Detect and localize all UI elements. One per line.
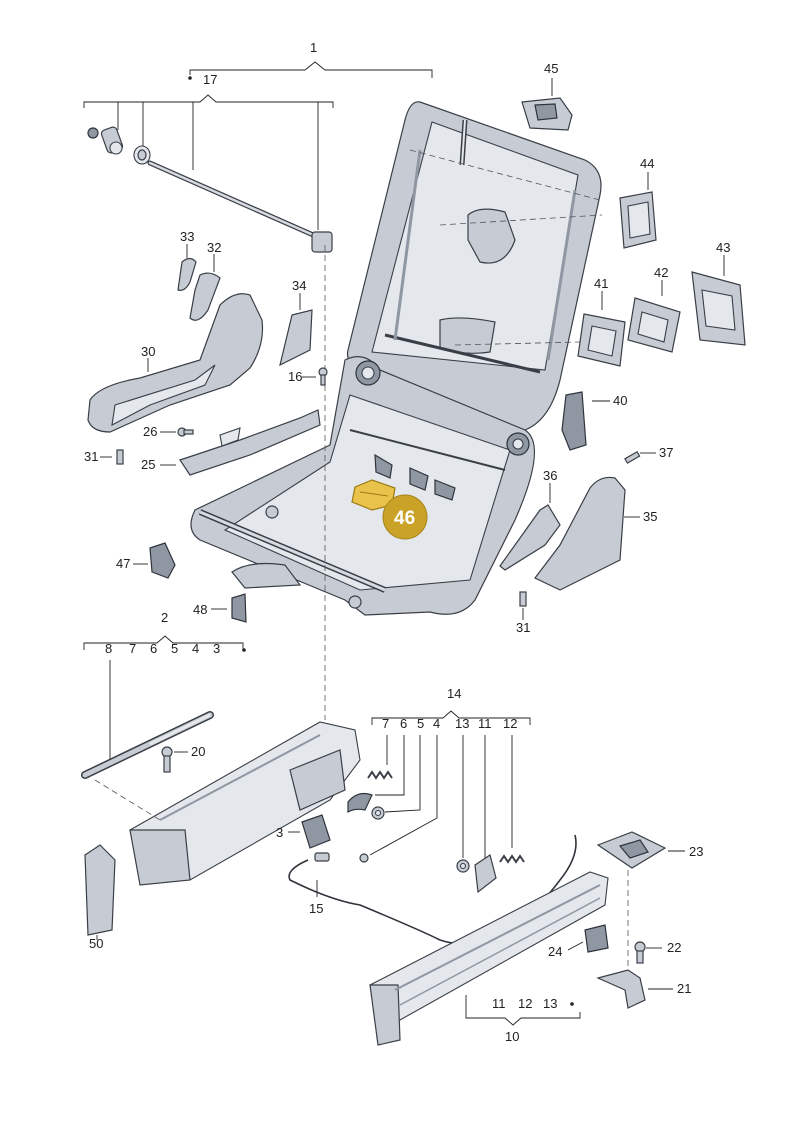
callout-14[interactable]: 14	[447, 686, 461, 701]
group2-item-4: 4	[192, 641, 199, 656]
callout-30[interactable]: 30	[141, 344, 155, 359]
callout-10[interactable]: 10	[505, 1029, 519, 1044]
part-21[interactable]: 21	[596, 969, 691, 1009]
callout-23[interactable]: 23	[689, 844, 703, 859]
part-35[interactable]: 35	[534, 476, 657, 591]
lower-left-rail-assembly[interactable]	[94, 721, 361, 886]
callout-22[interactable]: 22	[667, 940, 681, 955]
callout-16[interactable]: 16	[288, 369, 302, 384]
part-37[interactable]: 37	[624, 445, 674, 464]
callout-32[interactable]: 32	[207, 240, 221, 255]
part-41[interactable]: 41	[577, 276, 626, 367]
part-48[interactable]: 48	[193, 593, 247, 623]
group2-item-8: 8	[105, 641, 112, 656]
callout-47[interactable]: 47	[116, 556, 130, 571]
group-10-bracket: 11 12 13 10	[465, 995, 581, 1044]
callout-37[interactable]: 37	[659, 445, 673, 460]
group2-item-3: 3	[213, 641, 220, 656]
seat-back-frame[interactable]	[346, 101, 603, 431]
group-1-bracket: 1	[189, 40, 433, 78]
part-24[interactable]: 24	[548, 924, 609, 959]
group2-item-5: 5	[171, 641, 178, 656]
part-20-bolt[interactable]: 20	[161, 744, 205, 773]
part-3[interactable]: 3	[276, 814, 331, 849]
group-17-bracket: 17	[83, 72, 334, 230]
group14-item-11: 11	[478, 716, 492, 731]
callout-17[interactable]: 17	[203, 72, 217, 87]
group2-item-7: 7	[129, 641, 136, 656]
callout-3[interactable]: 3	[276, 825, 283, 840]
callout-36[interactable]: 36	[543, 468, 557, 483]
part-22-bolt[interactable]: 22	[634, 940, 681, 964]
spring-7[interactable]	[367, 770, 393, 780]
callout-41[interactable]: 41	[594, 276, 608, 291]
part-45[interactable]: 45	[521, 61, 573, 131]
part-31-left[interactable]: 31	[84, 449, 124, 465]
part-36[interactable]: 36	[499, 468, 561, 571]
callout-1[interactable]: 1	[310, 40, 317, 55]
part-11[interactable]	[474, 854, 497, 894]
group10-item-12: 12	[518, 996, 532, 1011]
callout-2[interactable]: 2	[161, 610, 168, 625]
part-34[interactable]: 34	[279, 278, 313, 367]
nut-5[interactable]	[371, 806, 385, 820]
group14-item-6: 6	[400, 716, 407, 731]
gas-strut[interactable]	[81, 711, 214, 779]
group10-item-13: 13	[543, 996, 557, 1011]
part-16-bolt[interactable]: 16	[288, 367, 328, 386]
cable-15[interactable]: 15	[288, 834, 577, 945]
rod-assembly-17[interactable]	[87, 126, 333, 253]
group14-item-12: 12	[503, 716, 517, 731]
callout-34[interactable]: 34	[292, 278, 306, 293]
callout-33[interactable]: 33	[180, 229, 194, 244]
part-50[interactable]: 50	[84, 844, 116, 951]
part-13[interactable]	[456, 859, 470, 873]
group-2-bracket: 2 8 7 6 5 4 3	[83, 610, 246, 760]
part-44[interactable]: 44	[619, 156, 657, 249]
group14-item-13: 13	[455, 716, 469, 731]
part-33[interactable]: 33	[177, 229, 197, 291]
badge-46[interactable]	[382, 494, 428, 540]
part-23[interactable]: 23	[596, 831, 703, 869]
callout-31b[interactable]: 31	[516, 620, 530, 635]
callout-45[interactable]: 45	[544, 61, 558, 76]
callout-20[interactable]: 20	[191, 744, 205, 759]
group2-item-6: 6	[150, 641, 157, 656]
group10-item-11: 11	[492, 996, 506, 1011]
group14-item-4: 4	[433, 716, 440, 731]
lower-right-rail[interactable]	[369, 871, 609, 1046]
clip-6[interactable]	[347, 792, 373, 814]
callout-21[interactable]: 21	[677, 981, 691, 996]
callout-35[interactable]: 35	[643, 509, 657, 524]
part-47[interactable]: 47	[116, 542, 176, 579]
callout-26[interactable]: 26	[143, 424, 157, 439]
callout-24[interactable]: 24	[548, 944, 562, 959]
group14-item-5: 5	[417, 716, 424, 731]
part-4-screw[interactable]	[359, 853, 369, 863]
part-30-side-trim[interactable]: 30	[87, 293, 264, 433]
part-40[interactable]: 40	[561, 391, 627, 451]
part-42[interactable]: 42	[627, 265, 681, 353]
callout-40[interactable]: 40	[613, 393, 627, 408]
badge-46-label: 46	[394, 508, 415, 529]
part-43[interactable]: 43	[691, 240, 746, 346]
callout-15[interactable]: 15	[309, 901, 323, 916]
part-26-bolt[interactable]: 26	[143, 424, 194, 439]
callout-43[interactable]: 43	[716, 240, 730, 255]
group-14-bracket: 14 7 6 5 4 13 11 12	[369, 686, 531, 858]
group14-item-7: 7	[382, 716, 389, 731]
callout-42[interactable]: 42	[654, 265, 668, 280]
callout-50[interactable]: 50	[89, 936, 103, 951]
callout-48[interactable]: 48	[193, 602, 207, 617]
callout-31a[interactable]: 31	[84, 449, 98, 464]
part-32[interactable]: 32	[189, 240, 221, 321]
part-25-bracket[interactable]: 25	[141, 409, 321, 476]
callout-44[interactable]: 44	[640, 156, 654, 171]
callout-25[interactable]: 25	[141, 457, 155, 472]
part-46-highlight[interactable]: 46	[351, 479, 428, 540]
spring-12[interactable]	[499, 854, 525, 864]
part-31-right[interactable]: 31	[516, 591, 530, 635]
